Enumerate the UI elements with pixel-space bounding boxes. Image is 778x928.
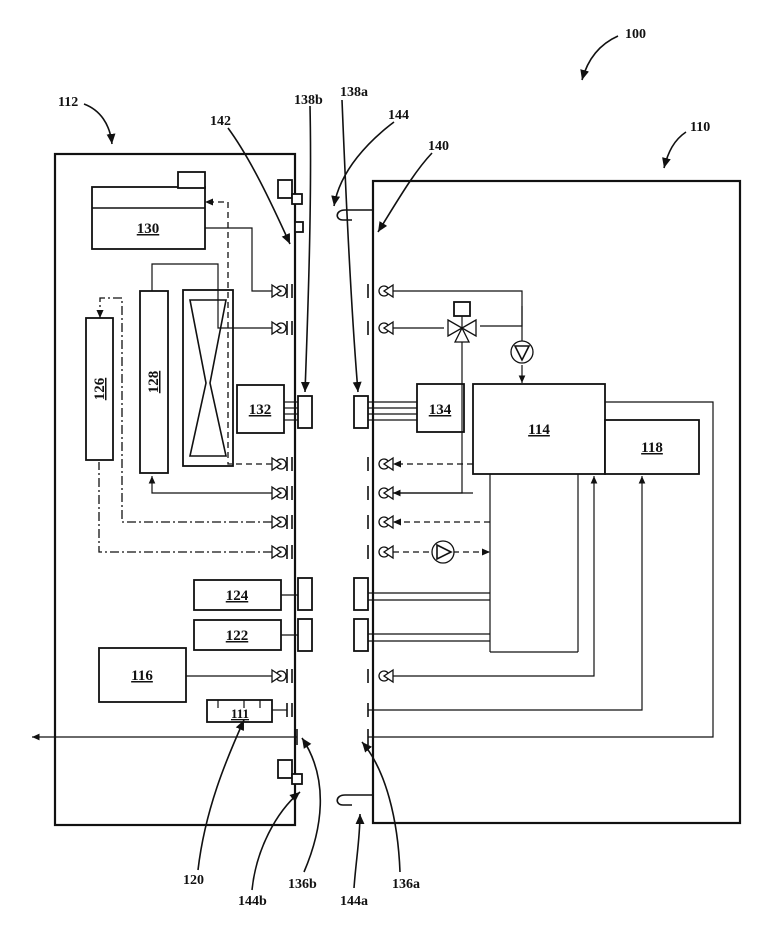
- block-122-label: 122: [226, 628, 249, 644]
- block-134: 134: [417, 384, 464, 432]
- ref-144a: 144a: [340, 894, 368, 909]
- ref-100: 100: [625, 27, 646, 42]
- block-116: 116: [99, 648, 186, 702]
- block-132-label: 132: [249, 402, 272, 418]
- block-126-label: 126: [92, 377, 108, 400]
- connector-left-124: [298, 578, 312, 610]
- block-118-label: 118: [641, 440, 663, 456]
- block-124-label: 124: [226, 588, 249, 604]
- block-118: 118: [605, 420, 699, 474]
- block-111: 111: [207, 700, 272, 722]
- ref-138b: 138b: [294, 93, 323, 108]
- block-128: 128: [140, 291, 168, 473]
- ref-110: 110: [690, 120, 710, 135]
- connector-138b: [298, 396, 312, 428]
- connector-138a: [354, 396, 368, 428]
- block-126: 126: [86, 318, 113, 460]
- ref-144b: 144b: [238, 894, 267, 909]
- ref-138a: 138a: [340, 85, 368, 100]
- block-124: 124: [194, 580, 281, 610]
- latch-bottom-right: [337, 795, 372, 805]
- left-unit-frame: [55, 154, 295, 825]
- ref-112: 112: [58, 95, 78, 110]
- block-116-label: 116: [131, 668, 153, 684]
- block-114: 114: [473, 384, 605, 474]
- block-122: 122: [194, 620, 281, 650]
- ref-120: 120: [183, 873, 204, 888]
- connector-right-124: [354, 578, 368, 610]
- connector-right-122: [354, 619, 368, 651]
- ref-142: 142: [210, 114, 231, 129]
- pump-icon-2: [432, 541, 454, 563]
- block-114-label: 114: [528, 422, 550, 438]
- ref-144: 144: [388, 108, 409, 123]
- block-134-label: 134: [429, 402, 452, 418]
- ref-140: 140: [428, 139, 449, 154]
- block-130-label: 130: [137, 221, 160, 237]
- block-111-label: 111: [231, 706, 249, 721]
- block-132: 132: [237, 385, 284, 433]
- block-128-label: 128: [146, 371, 162, 394]
- right-unit-frame: [373, 181, 740, 823]
- connector-left-122: [298, 619, 312, 651]
- fan-icon: [183, 290, 233, 466]
- latch-top-right: [337, 210, 372, 220]
- pump-icon: [511, 341, 533, 363]
- ref-136a: 136a: [392, 877, 420, 892]
- ref-136b: 136b: [288, 877, 317, 892]
